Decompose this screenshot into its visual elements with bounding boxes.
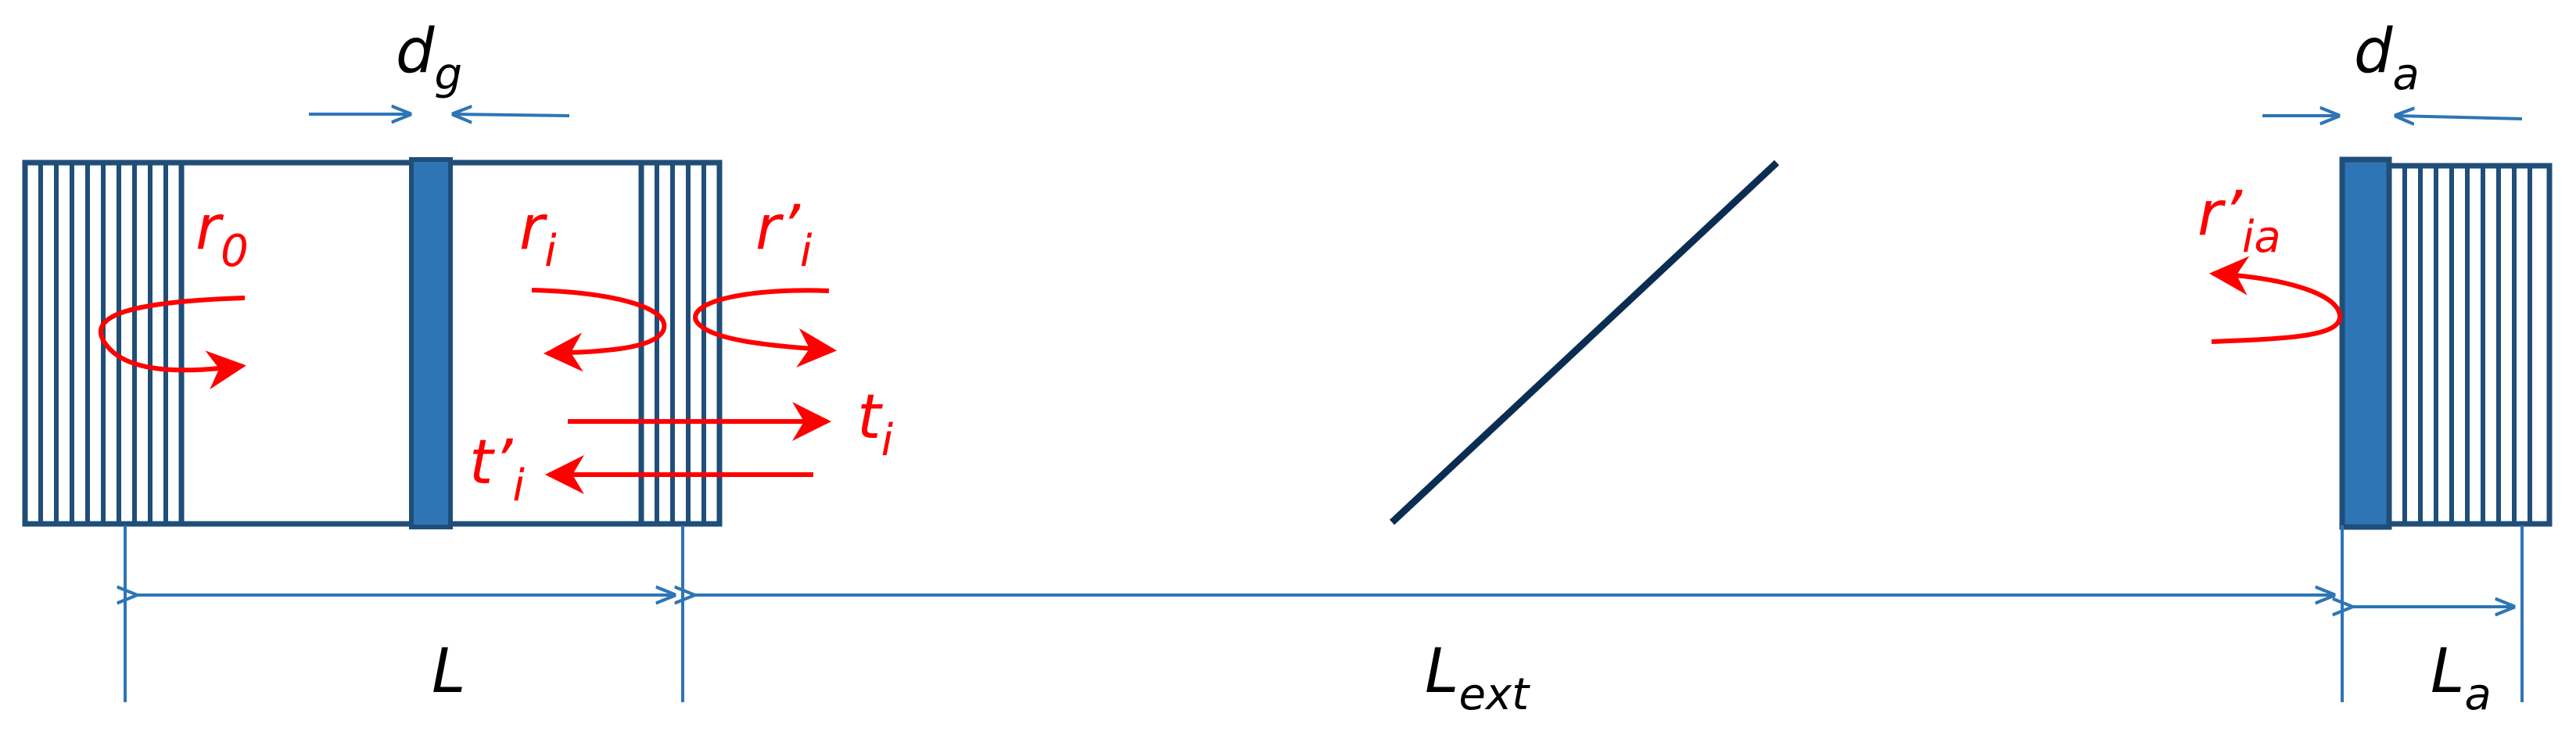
label-ri: ri xyxy=(519,193,557,277)
label-rpia: r’ia xyxy=(2197,179,2281,263)
r0-loop xyxy=(99,296,246,390)
rpia-loop xyxy=(2209,256,2343,344)
beam-arrows xyxy=(99,256,2343,494)
label-rpi: r’i xyxy=(755,193,813,277)
label-Lext: Lext xyxy=(1425,636,1530,720)
label-da: da xyxy=(2354,16,2420,100)
label-r0: r0 xyxy=(196,193,249,277)
labels: dg da L Lext La r0 ri r’i ti t’i r’ia xyxy=(196,16,2492,720)
absorber-mirror xyxy=(2339,156,2553,530)
ri-loop xyxy=(531,288,667,372)
label-L: L xyxy=(432,636,465,707)
label-ti: ti xyxy=(857,382,894,466)
label-dg: dg xyxy=(396,16,462,100)
rpi-loop xyxy=(693,288,837,368)
break-line xyxy=(1389,160,1780,525)
dg-arrow-right xyxy=(454,114,570,116)
label-tpi: t’i xyxy=(469,428,525,511)
dimension-lines xyxy=(125,114,2524,702)
right-mirror xyxy=(638,160,723,527)
gap-layer xyxy=(409,157,453,529)
label-La: La xyxy=(2431,636,2492,720)
left-mirror xyxy=(22,160,185,527)
da-arrow-right xyxy=(2396,116,2523,119)
